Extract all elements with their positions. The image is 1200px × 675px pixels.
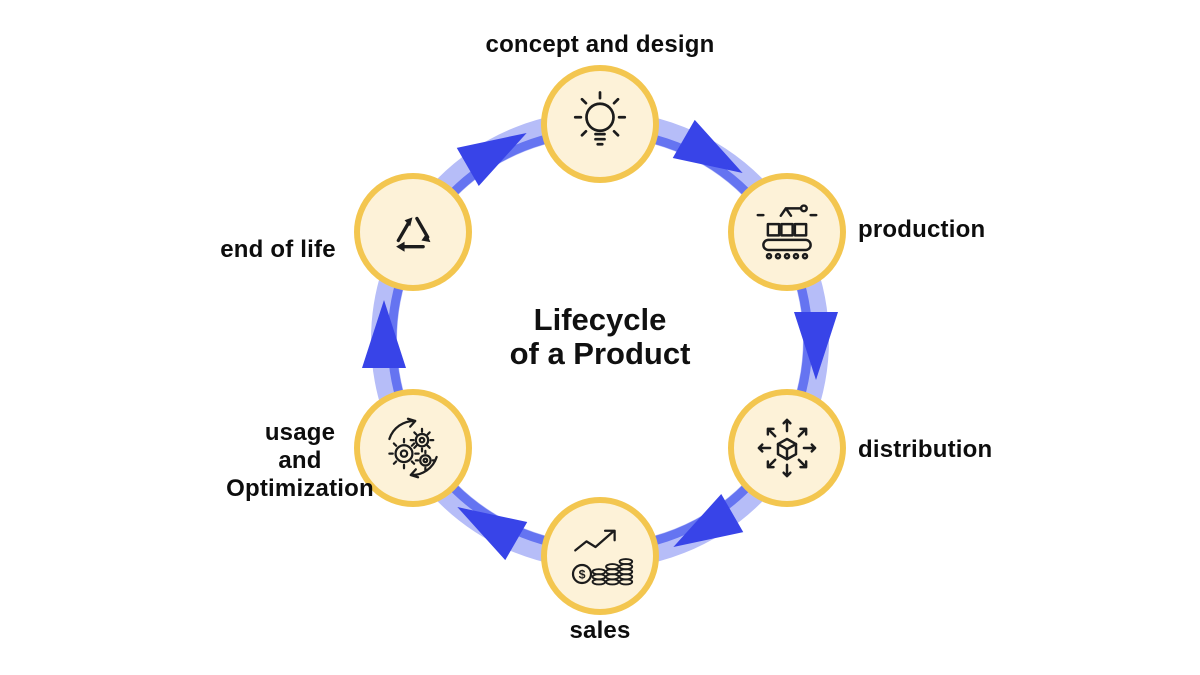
production-line-icon xyxy=(756,204,818,260)
node-production-circle xyxy=(728,173,846,291)
arrow-distribution-to-sales xyxy=(673,494,744,548)
flow-arrows xyxy=(362,119,838,561)
node-concept-circle xyxy=(541,65,659,183)
label-sales: sales xyxy=(569,617,631,644)
arrow-usage-to-endoflife xyxy=(362,300,406,368)
gears-sync-icon xyxy=(388,417,438,479)
node-sales-circle: $ xyxy=(541,497,659,615)
arrow-endoflife-to-concept xyxy=(456,132,527,186)
lightbulb-icon xyxy=(573,91,627,146)
node-distribution-circle xyxy=(728,389,846,507)
coins-growth-icon: $ xyxy=(571,529,634,586)
arrow-concept-to-production xyxy=(672,119,743,173)
arrow-production-to-distribution xyxy=(794,312,838,380)
node-usage-circle xyxy=(354,389,472,507)
svg-text:$: $ xyxy=(579,568,586,582)
label-concept-and-design: concept and design xyxy=(485,31,715,58)
cube-arrows-icon xyxy=(757,418,817,478)
label-distribution: distribution xyxy=(858,436,993,463)
node-end-of-life-circle xyxy=(354,173,472,291)
label-production: production xyxy=(858,216,986,243)
recycle-icon xyxy=(396,216,431,252)
label-end-of-life: end of life xyxy=(220,236,336,263)
diagram-title: Lifecycle of a Product xyxy=(509,302,691,371)
label-usage-and-optimization: usage and Optimization xyxy=(226,419,374,502)
arrow-sales-to-usage xyxy=(457,507,528,561)
